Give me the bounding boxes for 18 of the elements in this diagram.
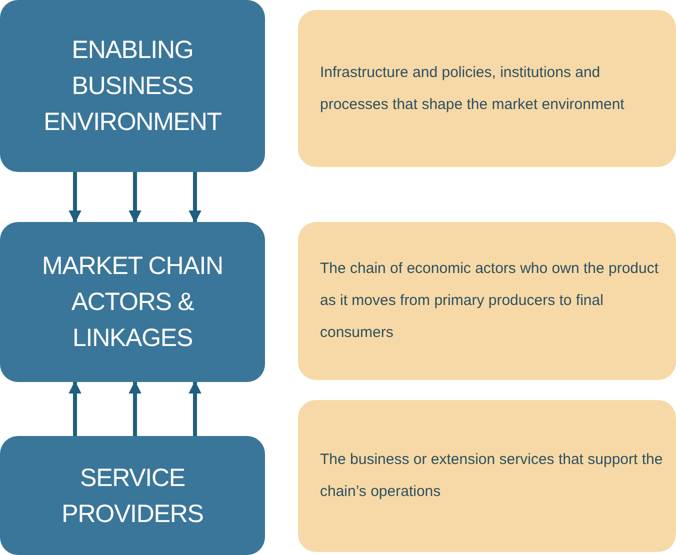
- category-title: ENABLING BUSINESS ENVIRONMENT: [42, 35, 222, 138]
- arrow: [188, 172, 202, 224]
- category-box: [0, 222, 265, 382]
- category-box: [0, 436, 265, 555]
- arrow: [128, 380, 142, 436]
- arrow: [188, 380, 202, 436]
- arrow: [128, 172, 142, 224]
- arrow: [68, 380, 82, 436]
- category-title: MARKET CHAIN ACTORS & LINKAGES: [41, 251, 224, 354]
- description-text: The business or extension services that support the chain’s operations: [320, 450, 664, 502]
- arrow: [68, 172, 82, 224]
- category-title: SERVICE PROVIDERS: [60, 462, 204, 530]
- description-box: [298, 222, 676, 380]
- category-box: [0, 0, 265, 172]
- description-text: Infrastructure and policies, institutions and processes that shape the market environment: [320, 62, 626, 114]
- description-text: The chain of economic actors who own the product as it moves from primary producers to final consumers: [320, 259, 660, 343]
- description-box: [298, 400, 676, 552]
- description-box: [298, 10, 676, 167]
